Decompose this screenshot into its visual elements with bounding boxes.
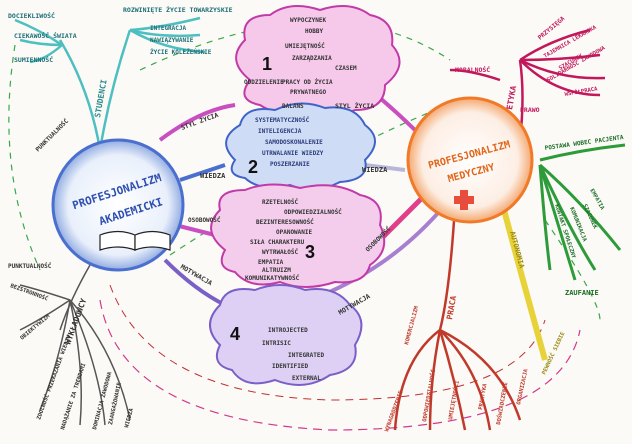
cloud-2-item-2: INTELIGENCJA	[258, 128, 302, 135]
cloud-4-item-4: IDENTIFIED	[272, 363, 309, 370]
bottom-item-4: NADĄŻANIE ZA TRENDAMI	[59, 362, 87, 430]
praca-item-5: PRAKTYKA	[478, 383, 489, 411]
right-top-branches	[449, 28, 606, 141]
cloud-3-item-5: SIŁA CHARAKTERU	[250, 239, 305, 246]
social-root: ROZWINIĘTE ŻYCIE TOWARZYSKIE	[123, 5, 233, 14]
social-item-1: INTEGRACJA	[150, 25, 187, 32]
autonomia-label: AUTONOMIA	[508, 230, 526, 269]
cloud-3-number: 3	[305, 242, 315, 262]
cloud-1-item-6: ODDZIELENIE	[244, 79, 284, 86]
cloud-1-item-5: CZASEM	[335, 65, 357, 72]
dashed-loop-green-right	[544, 219, 601, 321]
dashed-loop-outer	[99, 299, 581, 431]
cloud-2-link-right: WIEDZA	[362, 166, 388, 174]
cloud-1-link-right: STYL ŻYCIA	[335, 101, 374, 110]
dashed-loop-inner	[109, 284, 546, 401]
praca-label: PRACA	[445, 295, 458, 320]
link-cloud4-left	[163, 258, 226, 307]
praca-item-6: DOŚWIADCZENIE	[495, 382, 509, 426]
cloud-3-item-4: OPANOWANIE	[276, 229, 313, 236]
cloud-4-item-2: INTRISIC	[262, 340, 291, 347]
left-top-item-1: DOCIEKLIWOŚĆ	[8, 11, 55, 20]
right-hub-circle	[406, 96, 534, 224]
cloud-3-item-7: EMPATIA	[258, 259, 284, 266]
punktualnosc-upper: PUNKTUALNOŚĆ	[34, 118, 70, 154]
cloud-3-item-9: KOMUNIKATYWNOŚĆ	[245, 275, 300, 282]
cloud-1-item-8: PRYWATNEGO	[290, 89, 327, 96]
cloud-2-item-3: SAMODOSKONALENIE	[265, 139, 323, 146]
cloud-1-number: 1	[262, 54, 272, 74]
left-top-item-3: SUMIENNOŚĆ	[14, 55, 53, 64]
link-cloud1-right	[378, 96, 422, 137]
link-cloud2-left	[179, 163, 226, 182]
cloud-4-item-3: INTEGRATED	[288, 352, 325, 359]
cloud-1-item-2: HOBBY	[305, 28, 323, 35]
cloud-3-item-6: WYTRWAŁOŚĆ	[262, 249, 299, 256]
cloud-3-item-8: ALTRUIZM	[262, 267, 291, 274]
punktualnosc-lower: PUNKTUALNOŚĆ	[8, 263, 52, 270]
cloud-1-item-1: WYPOCZYNEK	[290, 17, 327, 24]
bottom-item-1: BEZSTRONNOŚĆ	[9, 282, 49, 302]
book-icon	[99, 230, 171, 251]
left-bottom-branches	[19, 264, 131, 426]
zaufanie-label: ZAUFANIE	[565, 289, 599, 297]
cloud-3-link-left: OSOBOWOŚĆ	[188, 217, 221, 224]
patient-item-2: SZACUNEK	[581, 203, 598, 230]
link-cloud1-left	[158, 103, 236, 142]
link-cloud3-left	[174, 223, 216, 237]
left-top-branches	[14, 16, 206, 151]
patient-item-1: EMPATIA	[588, 188, 605, 212]
bottom-item-7: WIEDZA	[124, 407, 135, 428]
cloud-1-item-3: UMIEJĘTNOŚĆ	[285, 43, 325, 50]
etyka-label: ETYKA	[505, 85, 518, 110]
cloud-4-item-1: INTROJECTED	[268, 327, 308, 334]
cloud-1-item-9: BALANS	[282, 103, 304, 110]
cloud-3-item-2: ODPOWIEDZIALNOŚĆ	[284, 209, 342, 216]
link-cloud2-right	[364, 163, 406, 172]
social-item-3: ŻYCIE KOLEŻEŃSKIE	[150, 48, 212, 56]
praca-item-3: ODPOWIEDZIALNOŚĆ	[421, 369, 437, 422]
cloud-3-item-1: RZETELNOŚĆ	[262, 199, 299, 206]
cloud-4-number: 4	[230, 324, 240, 344]
cloud-2-number: 2	[248, 157, 258, 177]
social-item-2: NAWIĄZYWANIE	[150, 37, 194, 44]
cloud-3-shape	[210, 183, 386, 288]
bottom-item-6: ZAANGAŻOWANIE	[107, 382, 123, 426]
praca-item-7: ORGANIZACJA	[516, 368, 530, 406]
cloud-2-item-5: POSZERZANIE	[270, 161, 310, 168]
dashed-loop-green-left	[8, 44, 41, 271]
prawo-label: PRAWO	[520, 106, 540, 114]
cloud-2-link-left: WIEDZA	[200, 172, 226, 180]
cloud-3-item-3: BEZINTERESOWNOŚĆ	[256, 219, 314, 226]
praca-item-2: KOMERCJALIZM	[404, 305, 420, 346]
cloud-1-item-7: PRACY OD ŻYCIA	[282, 79, 333, 86]
cloud-2-item-1: SYSTEMATYCZNOŚĆ	[255, 117, 310, 124]
red-cross-icon	[454, 190, 474, 210]
autonomia-branch	[497, 194, 548, 361]
praca-branches	[393, 204, 522, 431]
cloud-1-item-4: ZARZĄDZANIA	[292, 55, 332, 62]
left-top-item-2: CIEKAWOŚĆ ŚWIATA	[14, 31, 77, 40]
cloud-2-item-4: UTRWALANIE WIEDZY	[262, 150, 324, 157]
cloud-4-item-5: EXTERNAL	[292, 375, 321, 382]
cloud-4-shape	[209, 284, 363, 386]
moralnosc-label: MORALNOŚĆ	[455, 65, 490, 74]
right-patient-branches	[538, 143, 626, 281]
